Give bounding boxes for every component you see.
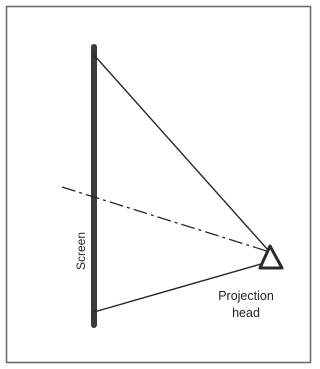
figure-frame (5, 5, 312, 364)
projection-head-icon (258, 244, 284, 270)
optical-axis-dashdot (61, 186, 271, 253)
projection-head-label-line1: Projection (218, 289, 274, 303)
upper-projection-ray (93, 54, 269, 251)
lower-projection-ray (93, 261, 269, 313)
screen-label: Screen (74, 232, 88, 270)
projection-head-label-line2: head (232, 306, 260, 320)
